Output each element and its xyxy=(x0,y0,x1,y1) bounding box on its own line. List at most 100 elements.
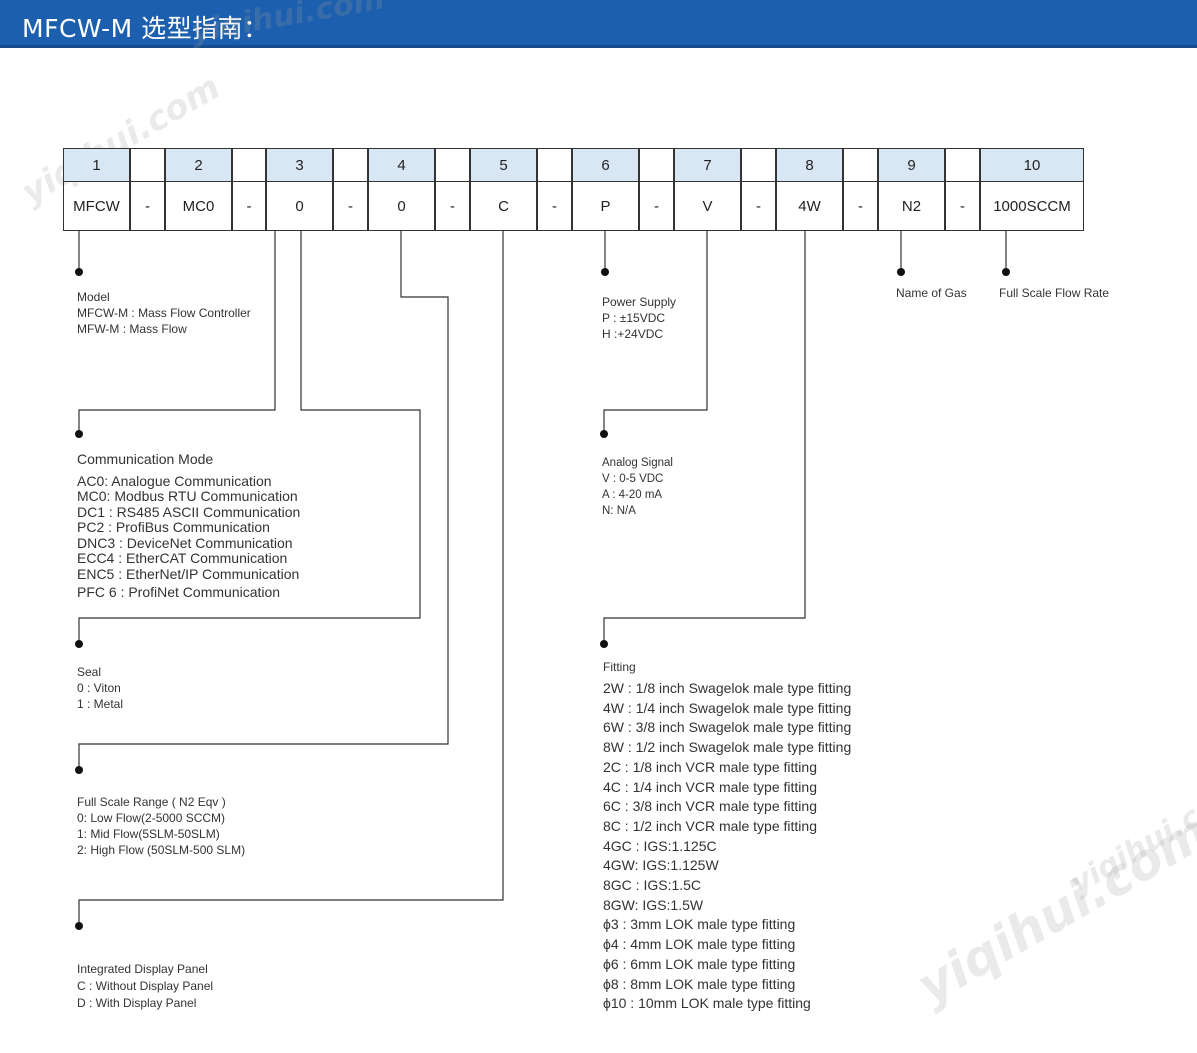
gas-heading: Name of Gas xyxy=(896,286,967,300)
analog-block: Analog Signal V : 0-5 VDC A : 4-20 mA N:… xyxy=(602,455,673,519)
dot-gas xyxy=(897,268,905,276)
dash-cell: - xyxy=(537,181,572,231)
communication-block: Communication Mode AC0: Analogue Communi… xyxy=(77,451,301,601)
value-cell: 4W xyxy=(776,181,843,231)
power-heading: Power Supply xyxy=(602,295,677,309)
communication-item: ENC5 : EtherNet/IP Communication xyxy=(77,565,300,582)
display-item: C : Without Display Panel xyxy=(77,979,214,993)
page-title: MFCW-M 选型指南： xyxy=(22,14,269,43)
dot-communication xyxy=(75,430,83,438)
position-cell: 5 xyxy=(470,148,537,182)
seal-heading: Seal xyxy=(77,665,102,679)
analog-item: N: N/A xyxy=(602,505,636,517)
separator-cell xyxy=(741,148,776,182)
display-block: Integrated Display Panel C : Without Dis… xyxy=(77,961,213,1012)
range-item: 2: High Flow (50SLM-500 SLM) xyxy=(77,843,246,857)
dash-cell: - xyxy=(945,181,980,231)
fitting-item: 8W : 1/2 inch Swagelok male type fitting xyxy=(603,739,852,756)
fitting-item: 8GW: IGS:1.5W xyxy=(603,896,704,913)
power-item: H :+24VDC xyxy=(602,327,664,341)
fitting-item: 6W : 3/8 inch Swagelok male type fitting xyxy=(603,719,852,736)
header-bar: MFCW-M 选型指南： xyxy=(0,0,1197,48)
dot-fitting xyxy=(600,640,608,648)
separator-cell xyxy=(945,148,980,182)
communication-item: PFC 6 : ProfiNet Communication xyxy=(77,584,281,600)
dash-cell: - xyxy=(843,181,878,231)
display-heading: Integrated Display Panel xyxy=(77,962,208,976)
position-cell: 7 xyxy=(674,148,741,182)
dash-cell: - xyxy=(333,181,368,231)
dot-display xyxy=(75,922,83,930)
fitting-item: 8GC : IGS:1.5C xyxy=(603,877,702,894)
connector-communication xyxy=(78,231,276,432)
separator-cell xyxy=(537,148,572,182)
fitting-item: 4GC : IGS:1.125C xyxy=(603,837,717,854)
communication-item: DC1 : RS485 ASCII Communication xyxy=(77,503,301,520)
dot-power xyxy=(601,268,609,276)
position-cell: 4 xyxy=(368,148,435,182)
fitting-block: Fitting 2W : 1/8 inch Swagelok male type… xyxy=(603,659,851,1014)
flow-rate-heading: Full Scale Flow Rate xyxy=(999,286,1110,300)
communication-item: ECC4 : EtherCAT Communication xyxy=(77,550,288,566)
fitting-item: 2W : 1/8 inch Swagelok male type fitting xyxy=(603,680,852,696)
position-cell: 3 xyxy=(266,148,333,182)
dash-cell: - xyxy=(435,181,470,231)
fitting-heading: Fitting xyxy=(603,660,636,674)
communication-item: PC2 : ProfiBus Communication xyxy=(77,519,270,535)
display-item: D : With Display Panel xyxy=(77,996,197,1010)
value-cell: MC0 xyxy=(165,181,232,231)
model-item: MFW-M : Mass Flow xyxy=(77,322,187,336)
range-item: 1: Mid Flow(5SLM-50SLM) xyxy=(77,827,220,841)
communication-heading: Communication Mode xyxy=(77,451,214,467)
connector-analog xyxy=(603,231,708,432)
position-cell: 6 xyxy=(572,148,639,182)
fitting-item: ϕ6 : 6mm LOK male type fitting xyxy=(603,955,796,972)
model-heading: Model xyxy=(77,290,110,304)
fitting-item: 4C : 1/4 inch VCR male type fitting xyxy=(603,778,817,795)
dash-cell: - xyxy=(741,181,776,231)
power-block: Power Supply P : ±15VDC H :+24VDC xyxy=(602,294,676,342)
value-cell: 0 xyxy=(266,181,333,231)
separator-cell xyxy=(130,148,165,182)
connector-fitting xyxy=(603,231,806,642)
position-cell: 10 xyxy=(980,148,1084,182)
connector-seal xyxy=(78,231,421,642)
seal-item: 0 : Viton xyxy=(77,681,121,695)
fitting-item: 4GW: IGS:1.125W xyxy=(603,857,719,874)
seal-block: Seal 0 : Viton 1 : Metal xyxy=(77,664,123,712)
range-block: Full Scale Range ( N2 Eqv ) 0: Low Flow(… xyxy=(77,794,245,858)
value-cell: P xyxy=(572,181,639,231)
model-block: Model MFCW-M : Mass Flow Controller MFW-… xyxy=(77,289,251,337)
dot-seal xyxy=(75,640,83,648)
connector-display xyxy=(78,231,504,924)
fitting-item: ϕ4 : 4mm LOK male type fitting xyxy=(603,936,796,953)
dot-analog xyxy=(600,430,608,438)
position-cell: 2 xyxy=(165,148,232,182)
communication-item: DNC3 : DeviceNet Communication xyxy=(77,534,293,551)
value-cell: C xyxy=(470,181,537,231)
value-cell: 0 xyxy=(368,181,435,231)
range-item: 0: Low Flow(2-5000 SCCM) xyxy=(77,811,226,825)
flow-rate-block: Full Scale Flow Rate xyxy=(999,285,1109,301)
communication-item: MC0: Modbus RTU Communication xyxy=(77,488,298,504)
position-cell: 9 xyxy=(878,148,945,182)
separator-cell xyxy=(435,148,470,182)
connector-range xyxy=(78,231,449,768)
dash-cell: - xyxy=(130,181,165,231)
power-item: P : ±15VDC xyxy=(602,311,666,325)
gas-block: Name of Gas xyxy=(896,285,967,301)
fitting-item: 6C : 3/8 inch VCR male type fitting xyxy=(603,798,817,815)
fitting-item: ϕ10 : 10mm LOK male type fitting xyxy=(603,995,811,1012)
value-cell: 1000SCCM xyxy=(980,181,1084,231)
fitting-item: 4W : 1/4 inch Swagelok male type fitting xyxy=(603,699,852,716)
fitting-item: ϕ8 : 8mm LOK male type fitting xyxy=(603,975,796,992)
fitting-item: ϕ3 : 3mm LOK male type fitting xyxy=(603,916,796,933)
model-item: MFCW-M : Mass Flow Controller xyxy=(77,306,251,320)
dot-range xyxy=(75,766,83,774)
fitting-item: 8C : 1/2 inch VCR male type fitting xyxy=(603,817,817,834)
seal-item: 1 : Metal xyxy=(77,697,124,711)
separator-cell xyxy=(232,148,266,182)
dash-cell: - xyxy=(639,181,674,231)
range-heading: Full Scale Range ( N2 Eqv ) xyxy=(77,795,226,809)
